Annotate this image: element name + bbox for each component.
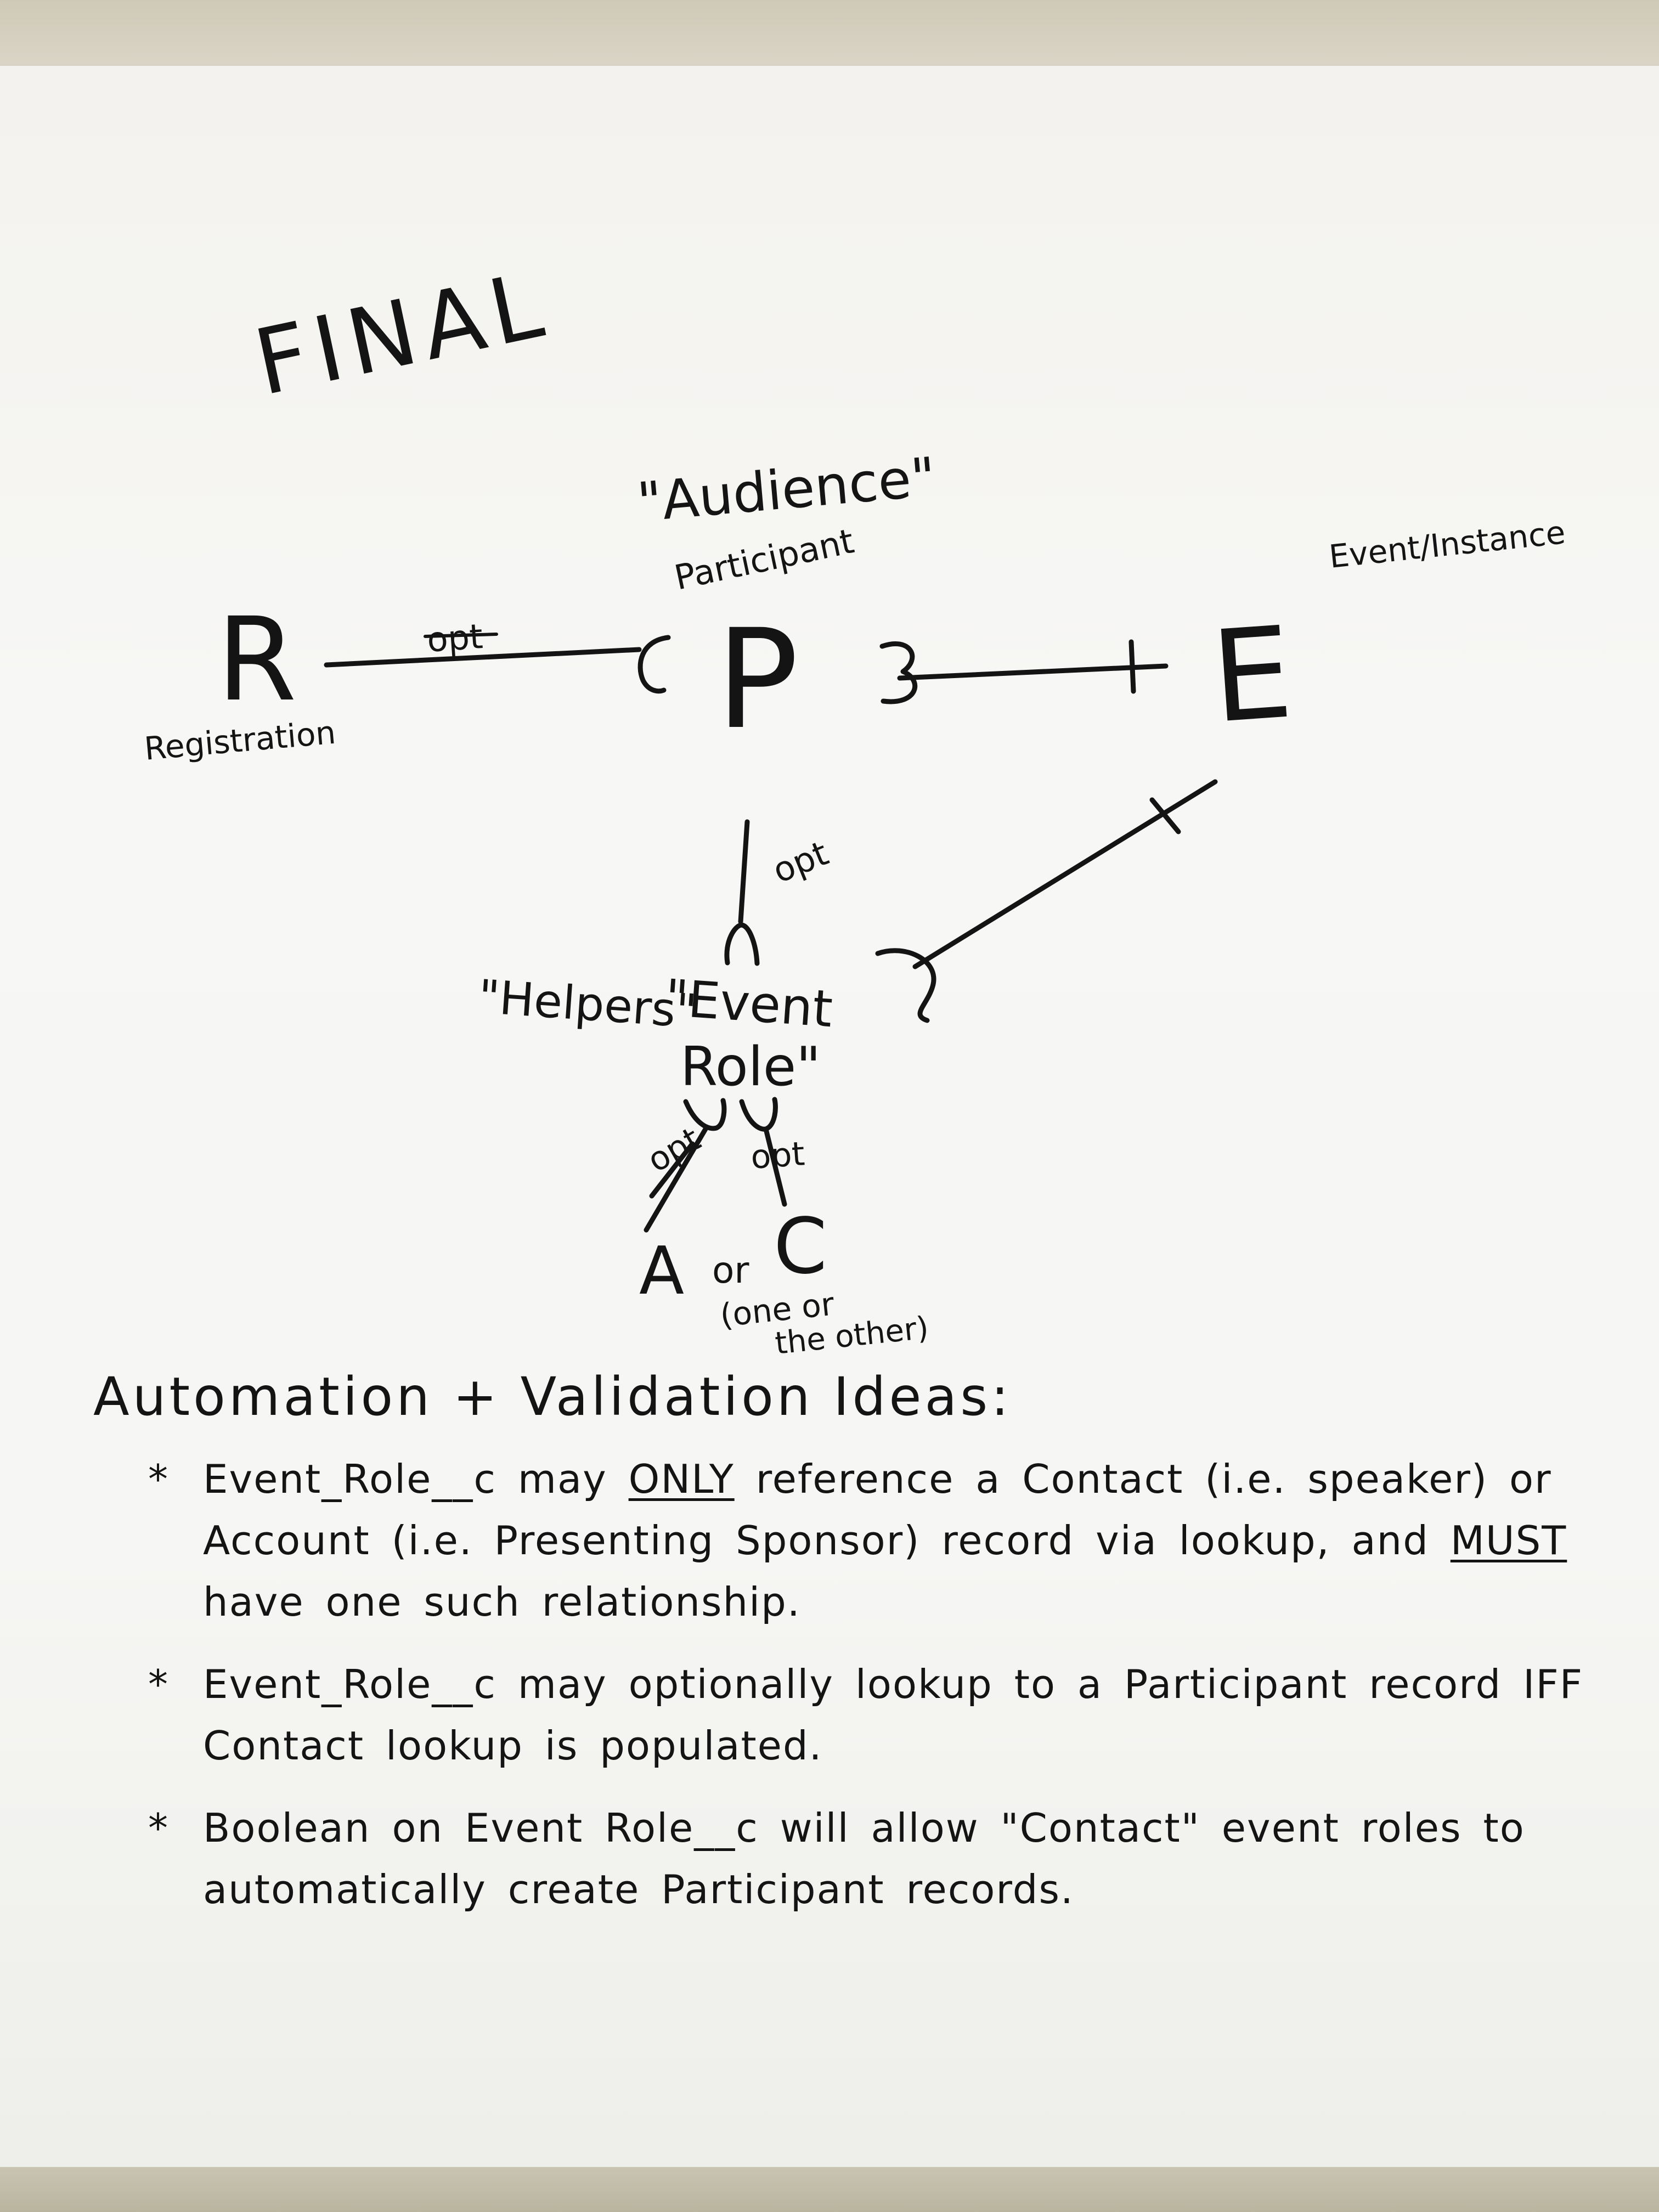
participant-event-line bbox=[897, 663, 1169, 681]
event-role-crows-foot-top bbox=[724, 922, 760, 966]
wall-background-bottom bbox=[0, 2167, 1659, 2212]
note-1-text-middle: reference a Contact (i.e. speaker) or Ac… bbox=[203, 1456, 1552, 1564]
choice-connector: or bbox=[712, 1249, 749, 1291]
note-item: * Boolean on Event Role__c will allow "C… bbox=[148, 1797, 1629, 1920]
event-one-mark-top bbox=[1128, 639, 1136, 694]
event-role-contact-line bbox=[763, 1126, 787, 1207]
bullet-star-icon: * bbox=[148, 1456, 169, 1502]
note-1-text-start: Event_Role__c may bbox=[203, 1456, 629, 1502]
registration-participant-line bbox=[324, 647, 642, 668]
event-role-label-line1: "Event bbox=[663, 968, 834, 1039]
event-role-contact-crows-foot bbox=[739, 1097, 778, 1132]
participant-alias-label: "Audience" bbox=[635, 446, 938, 534]
notes-title: Automation + Validation Ideas: bbox=[93, 1366, 1012, 1427]
participant-crows-foot-right bbox=[879, 641, 918, 704]
registration-participant-optional: opt bbox=[426, 616, 484, 660]
note-2-text: Event_Role__c may optionally lookup to a… bbox=[203, 1661, 1584, 1769]
event-role-event-line bbox=[912, 779, 1218, 969]
event-role-label-line2: Role" bbox=[680, 1036, 821, 1098]
registration-label: Registration bbox=[143, 714, 337, 768]
contact-entity-letter: C bbox=[774, 1202, 827, 1291]
bullet-star-icon: * bbox=[148, 1805, 169, 1851]
note-item: * Event_Role__c may ONLY reference a Con… bbox=[148, 1448, 1629, 1633]
note-1-text-end: have one such relationship. bbox=[203, 1579, 801, 1625]
event-role-account-line bbox=[644, 1126, 708, 1233]
participant-label: Participant bbox=[671, 521, 857, 597]
event-role-crows-foot-right bbox=[875, 948, 936, 1023]
note-1-emphasis-only: ONLY bbox=[628, 1456, 735, 1502]
heading-final: FINAL bbox=[246, 251, 558, 416]
note-1-emphasis-must: MUST bbox=[1450, 1517, 1567, 1564]
event-instance-entity-letter: E bbox=[1207, 600, 1297, 751]
notes-list: * Event_Role__c may ONLY reference a Con… bbox=[148, 1448, 1629, 1941]
registration-entity-letter: R bbox=[217, 592, 297, 727]
strike-through-mark bbox=[649, 1141, 695, 1199]
participant-entity-letter: P bbox=[716, 600, 799, 759]
flipchart-sheet: FINAL "Audience" Participant R Registrat… bbox=[0, 66, 1659, 2167]
opt-overline bbox=[424, 633, 498, 638]
er-diagram: FINAL "Audience" Participant R Registrat… bbox=[143, 251, 1567, 1362]
event-role-contact-optional: opt bbox=[749, 1135, 806, 1177]
participant-event-role-optional: opt bbox=[767, 833, 834, 891]
note-item: * Event_Role__c may optionally lookup to… bbox=[148, 1654, 1629, 1776]
participant-event-role-line bbox=[738, 819, 750, 924]
account-entity-letter: A bbox=[639, 1233, 684, 1310]
event-role-account-crows-foot bbox=[683, 1098, 727, 1131]
event-instance-label: Event/Instance bbox=[1327, 514, 1567, 575]
bullet-star-icon: * bbox=[148, 1661, 169, 1707]
note-3-text: Boolean on Event Role__c will allow "Con… bbox=[203, 1805, 1525, 1912]
event-one-mark-diagonal bbox=[1149, 797, 1181, 834]
participant-crows-foot-left bbox=[637, 635, 671, 694]
